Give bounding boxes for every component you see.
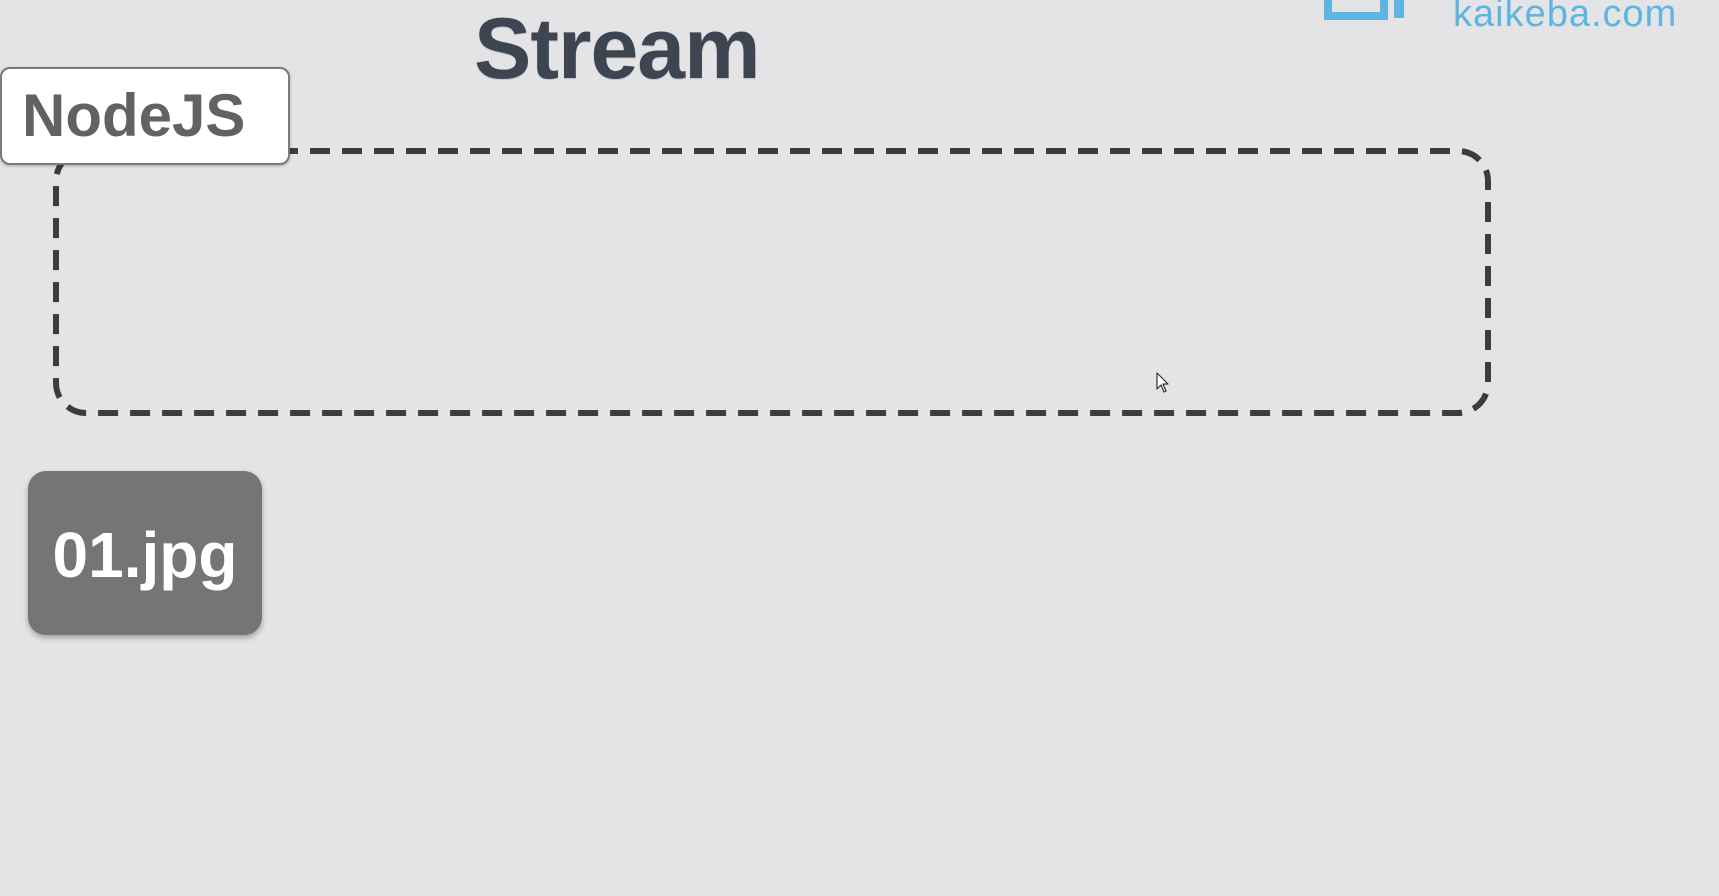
mouse-pointer-icon xyxy=(1156,372,1169,393)
brand-logo: kaikeba.com xyxy=(1320,0,1719,40)
logo-text: kaikeba.com xyxy=(1453,0,1678,35)
file-name-label: 01.jpg xyxy=(52,519,238,591)
diagram-title: Stream xyxy=(474,1,761,97)
nodejs-label: NodeJS xyxy=(22,82,246,149)
kaikeba-logo-icon xyxy=(1324,0,1404,20)
stream-pipeline-box xyxy=(53,148,1491,416)
nodejs-process-tag: NodeJS xyxy=(0,67,290,165)
file-chip[interactable]: 01.jpg xyxy=(28,471,262,635)
